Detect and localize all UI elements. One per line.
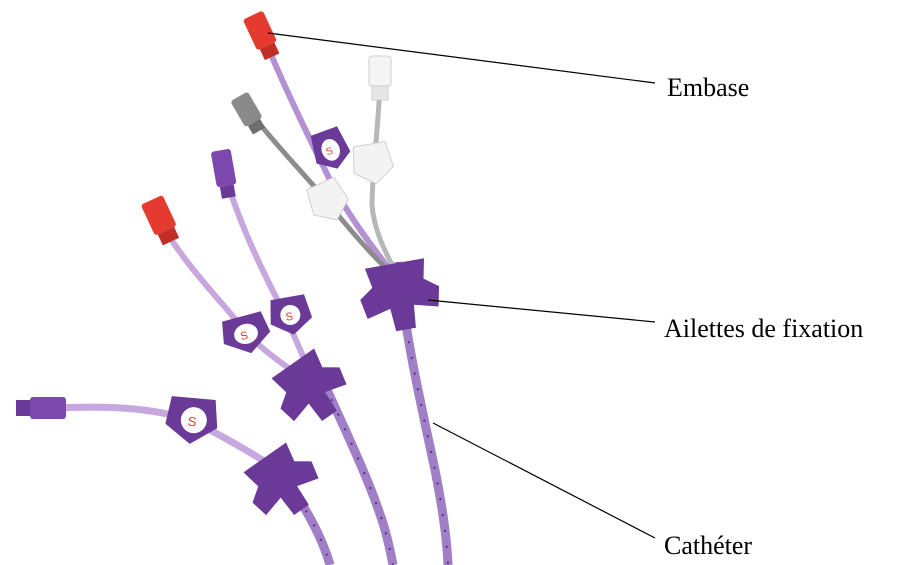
clamp-white-1: [350, 141, 396, 187]
hub-red-top: [243, 10, 282, 61]
label-catheter: Cathéter: [664, 533, 752, 559]
leader-line-catheter: [433, 423, 655, 538]
label-hub: Embase: [667, 75, 749, 101]
leader-line-hub: [268, 33, 655, 83]
svg-text:S: S: [187, 414, 197, 430]
hub-purple-left: [16, 397, 66, 419]
hub-white: [369, 56, 391, 100]
clamp-left: S: [164, 396, 220, 446]
hub-purple-mid: [211, 149, 239, 200]
fixation-wing-top: [355, 257, 445, 337]
leader-line-wings: [428, 300, 655, 322]
clamp-mid-2: S: [267, 294, 315, 339]
hub-red-mid: [141, 195, 182, 247]
label-fixation-wings: Ailettes de fixation: [664, 316, 863, 342]
clamp-top-purple: S: [307, 125, 355, 175]
